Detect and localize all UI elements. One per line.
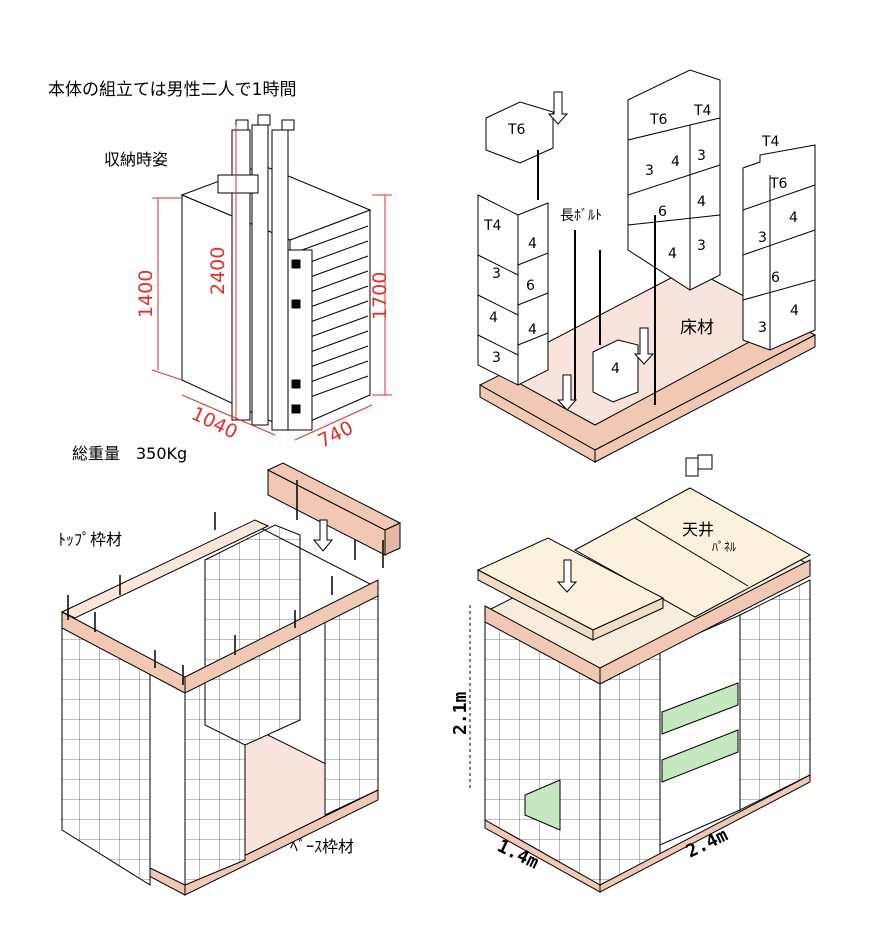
- green-panel: [524, 779, 561, 831]
- storage-height-mid: 2400: [207, 247, 229, 295]
- storage-depth: 740: [315, 417, 357, 453]
- block-label: 3: [645, 163, 654, 179]
- block-label: 4: [528, 236, 537, 252]
- frame-pins: [67, 480, 384, 685]
- falling-block-t6: [485, 101, 554, 164]
- block-label: T6: [507, 122, 526, 138]
- block-label: 4: [528, 322, 537, 338]
- green-panel: [661, 682, 739, 735]
- base-frame-label: ﾍﾞｰｽ枠材: [290, 837, 354, 856]
- right-wall-blocks: [742, 144, 816, 351]
- wall-assembly-panel: 床材 T4 3 4 3 4 6 4 T6 T6 T4 3 4 3: [477, 69, 817, 463]
- height-dimension: 2.1m: [450, 691, 471, 735]
- top-frame-panel: ﾄｯﾌﾟ枠材 ﾍﾞｰｽ枠材: [58, 462, 402, 896]
- left-wall-blocks: [477, 194, 549, 386]
- block-label: 3: [697, 148, 706, 164]
- block-label: 4: [671, 154, 680, 170]
- ceiling-panel-view: 天井 ﾊﾟﾈﾙ 2.1m 1.4m 2.4m: [450, 454, 812, 893]
- block-label: T4: [693, 103, 712, 119]
- down-arrows: [547, 91, 655, 411]
- assembly-time-caption: 本体の組立ては男性二人で1時間: [48, 80, 296, 100]
- storage-panel: 本体の組立ては男性二人で1時間 収納時姿: [48, 80, 392, 463]
- total-weight-caption: 総重量 350Kg: [72, 444, 187, 463]
- block-label: 3: [758, 320, 767, 336]
- block-label: T4: [483, 218, 502, 234]
- block-label: 4: [697, 194, 706, 210]
- ceiling-panel-label-1: 天井: [682, 520, 714, 539]
- loose-block-4: [592, 339, 639, 403]
- stored-posts: [217, 114, 313, 431]
- block-label: T6: [769, 176, 788, 192]
- long-bolts: [537, 150, 656, 405]
- block-label: 3: [758, 230, 767, 246]
- block-label: 4: [611, 361, 620, 377]
- block-label: 3: [492, 350, 501, 366]
- back-wall: [204, 524, 301, 746]
- long-bolt-label: 長ﾎﾞﾙﾄ: [560, 208, 602, 224]
- floor-material-label: 床材: [680, 318, 714, 338]
- storage-height-left: 1400: [135, 270, 157, 318]
- back-wall-blocks: [627, 69, 721, 291]
- driver-tool-icon: [685, 454, 713, 477]
- block-label: T4: [761, 134, 780, 150]
- storage-height-right: 1700: [369, 272, 391, 320]
- green-panel: [661, 729, 739, 783]
- block-label: 4: [790, 303, 799, 319]
- block-label: 4: [489, 310, 498, 326]
- right-wall: [324, 589, 379, 816]
- block-label: 6: [658, 204, 667, 220]
- block-label: 6: [526, 278, 535, 294]
- storage-dimension-lines: [151, 125, 392, 441]
- block-label: 4: [789, 210, 798, 226]
- block-label: 3: [492, 266, 501, 282]
- block-label: 6: [771, 270, 780, 286]
- storage-posture-caption: 収納時姿: [104, 150, 168, 169]
- block-label: 3: [697, 238, 706, 254]
- block-label: T6: [649, 112, 668, 128]
- top-frame-label: ﾄｯﾌﾟ枠材: [58, 530, 122, 549]
- top-frame-side: [184, 579, 379, 694]
- ceiling-panel-label-2: ﾊﾟﾈﾙ: [712, 540, 736, 554]
- block-label: 4: [668, 246, 677, 262]
